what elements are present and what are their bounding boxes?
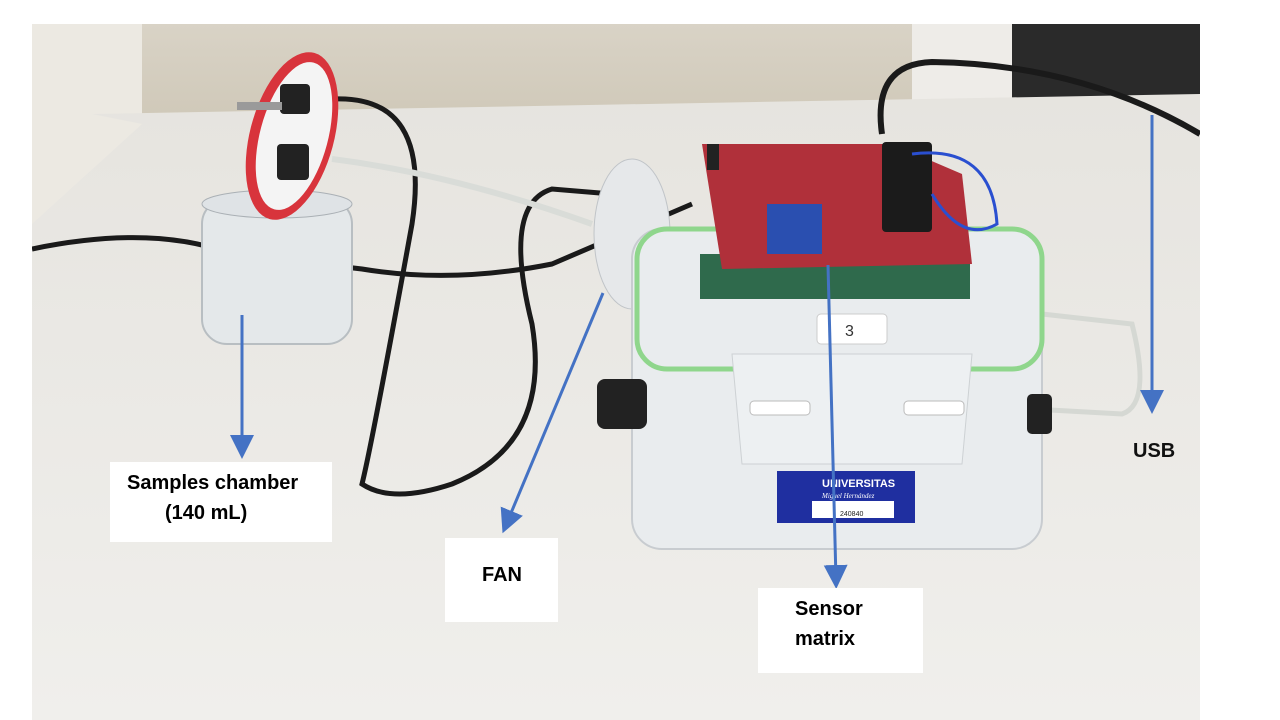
usb-label: USB bbox=[1133, 440, 1176, 462]
svg-text:UNIVERSITAS: UNIVERSITAS bbox=[822, 478, 895, 490]
sensor-matrix-arrow bbox=[823, 264, 848, 589]
sensor-board bbox=[700, 142, 999, 299]
svg-text:Miguel Hernández: Miguel Hernández bbox=[821, 492, 875, 500]
fan-label: FAN bbox=[445, 538, 558, 622]
jar-lid bbox=[237, 52, 339, 220]
fan-arrow bbox=[500, 292, 605, 534]
box-sticker: 3 bbox=[845, 323, 854, 340]
samples-chamber-label: Samples chamber (140 mL) bbox=[110, 462, 332, 542]
plastic-box: 3 bbox=[597, 226, 1052, 550]
university-label: UNIVERSITAS Miguel Hernández 240840 bbox=[777, 471, 915, 523]
sensor-matrix-label: Sensor matrix bbox=[758, 588, 923, 673]
svg-text:240840: 240840 bbox=[840, 511, 863, 518]
device-photo: 3 UNIVERSITAS Miguel Hernández 240840 bbox=[32, 24, 1200, 720]
